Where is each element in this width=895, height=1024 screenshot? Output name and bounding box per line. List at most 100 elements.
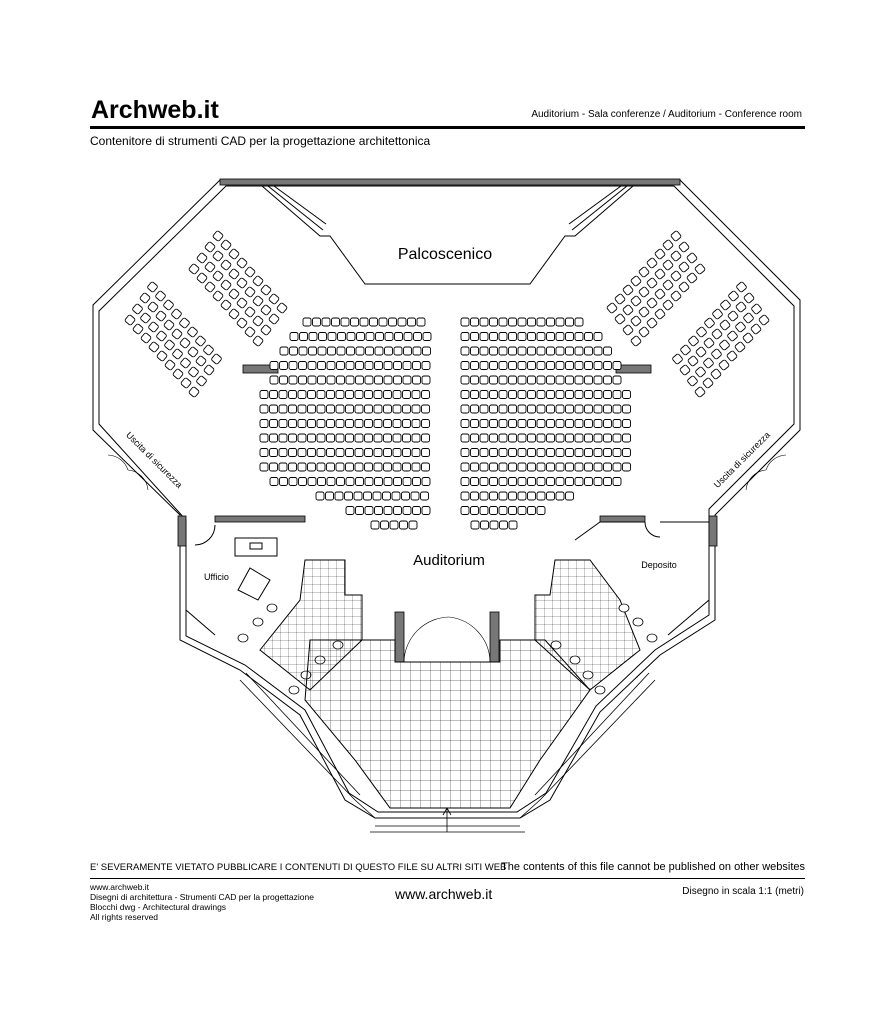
seat bbox=[402, 448, 411, 457]
seat bbox=[498, 419, 508, 428]
seat bbox=[593, 375, 603, 385]
seat bbox=[593, 346, 603, 356]
exit-door-left bbox=[107, 454, 149, 491]
seat bbox=[220, 239, 232, 251]
seat bbox=[408, 520, 418, 530]
seat bbox=[355, 346, 365, 356]
seat bbox=[574, 404, 584, 414]
seat bbox=[498, 404, 508, 414]
seat bbox=[289, 332, 299, 341]
seat bbox=[679, 364, 691, 376]
seat bbox=[402, 433, 411, 443]
seat bbox=[460, 448, 470, 457]
seat bbox=[259, 419, 269, 428]
seat bbox=[517, 477, 527, 486]
seat bbox=[393, 506, 402, 515]
seat bbox=[612, 477, 622, 486]
seat bbox=[743, 312, 754, 324]
seat bbox=[374, 361, 383, 370]
seat bbox=[555, 390, 565, 399]
seat bbox=[630, 335, 642, 347]
seat bbox=[278, 448, 288, 457]
seat bbox=[411, 390, 421, 399]
seat bbox=[203, 364, 215, 376]
seat bbox=[316, 433, 326, 443]
footer-line: All rights reserved bbox=[90, 912, 159, 922]
seat bbox=[288, 361, 298, 370]
seat bbox=[489, 433, 498, 443]
footer-site-link[interactable]: www.archweb.it bbox=[395, 886, 493, 902]
seat bbox=[411, 419, 421, 428]
seat bbox=[546, 462, 555, 472]
seat bbox=[584, 462, 593, 472]
seat bbox=[703, 337, 715, 349]
seat bbox=[517, 462, 527, 472]
seat bbox=[695, 366, 706, 378]
seat bbox=[612, 419, 622, 428]
seat bbox=[508, 520, 518, 530]
storage bbox=[574, 521, 710, 636]
seat bbox=[297, 462, 307, 472]
seat bbox=[337, 332, 346, 341]
seat bbox=[654, 268, 666, 280]
seat bbox=[460, 375, 470, 385]
seat bbox=[612, 404, 622, 414]
seat bbox=[527, 390, 536, 399]
seat bbox=[299, 332, 308, 341]
seat bbox=[228, 248, 240, 260]
seat bbox=[420, 491, 429, 501]
seat bbox=[260, 284, 272, 296]
seat bbox=[212, 290, 224, 302]
seat bbox=[527, 433, 536, 443]
seat bbox=[498, 317, 508, 327]
seat bbox=[364, 506, 374, 515]
seat bbox=[498, 477, 508, 486]
seat bbox=[574, 419, 584, 428]
seat bbox=[288, 375, 298, 385]
seat bbox=[638, 306, 650, 318]
seat bbox=[527, 332, 536, 341]
seat bbox=[148, 321, 159, 333]
seat bbox=[402, 361, 412, 370]
seat bbox=[279, 477, 288, 486]
seat bbox=[758, 314, 770, 326]
seat bbox=[355, 506, 364, 515]
seat bbox=[252, 335, 264, 347]
seat bbox=[407, 317, 416, 327]
seat bbox=[574, 317, 584, 327]
seat bbox=[321, 317, 331, 327]
seat bbox=[565, 462, 574, 472]
seat bbox=[326, 390, 335, 399]
seat bbox=[370, 520, 380, 530]
seat bbox=[470, 317, 479, 327]
seat bbox=[638, 266, 650, 278]
seat bbox=[470, 404, 479, 414]
seat bbox=[383, 404, 392, 414]
seat bbox=[335, 462, 345, 472]
seat bbox=[614, 293, 626, 305]
seat bbox=[672, 353, 683, 365]
seat bbox=[155, 290, 166, 302]
seat bbox=[345, 404, 354, 414]
seat bbox=[394, 332, 403, 341]
seat bbox=[364, 404, 373, 414]
seat bbox=[460, 477, 470, 486]
seat bbox=[383, 361, 393, 370]
toilet-icon bbox=[252, 617, 264, 627]
seat bbox=[307, 390, 316, 399]
seat bbox=[204, 281, 216, 293]
seat bbox=[269, 361, 279, 370]
seat bbox=[470, 390, 479, 399]
seat bbox=[345, 477, 355, 486]
seat bbox=[298, 361, 307, 370]
seat bbox=[204, 261, 216, 273]
seat bbox=[383, 462, 392, 472]
seat bbox=[308, 346, 317, 356]
seat bbox=[364, 390, 373, 399]
seat bbox=[726, 350, 738, 362]
seat bbox=[479, 332, 489, 341]
seat bbox=[132, 323, 144, 335]
seat bbox=[536, 317, 546, 327]
seat bbox=[179, 317, 190, 329]
seat bbox=[711, 348, 722, 360]
